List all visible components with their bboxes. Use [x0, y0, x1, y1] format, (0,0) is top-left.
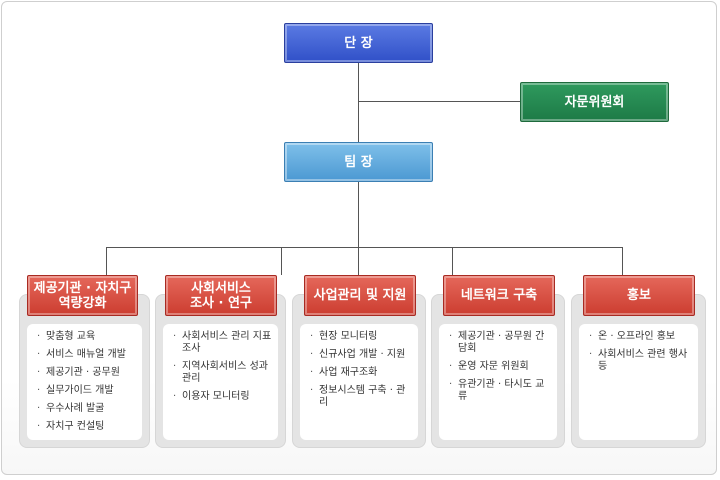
list-item: 유관기관 · 타시도 교류	[449, 379, 551, 403]
department-title-label-3: 사업관리 및 지원	[313, 288, 407, 303]
department-title-label-5: 홍보	[627, 288, 651, 303]
department-title-label-4: 네트워크 구축	[460, 288, 538, 303]
department-title-2: 사회서비스 조사 · 연구	[165, 275, 277, 316]
list-item: 사회서비스 관리 지표 조사	[173, 331, 272, 355]
department-title-4: 네트워크 구축	[443, 275, 555, 316]
department-items-4: 제공기관 · 공무원 간담회 운영 자문 위원회 유관기관 · 타시도 교류	[439, 324, 557, 440]
department-panel-2: 사회서비스 관리 지표 조사 지역사회서비스 성과 관리 이용자 모니터링	[155, 294, 286, 448]
head-node: 단 장	[284, 23, 433, 63]
list-item: 이용자 모니터링	[173, 391, 272, 403]
advisory-label: 자문위원회	[564, 94, 625, 110]
department-title-label-2: 사회서비스 조사 · 연구	[190, 280, 252, 311]
connector-drop-1	[106, 247, 107, 275]
list-item: 현장 모니터링	[310, 331, 412, 343]
department-panel-3: 현장 모니터링 신규사업 개발 · 지원 사업 재구조화 정보시스템 구축 · …	[292, 294, 426, 448]
list-item: 운영 자문 위원회	[449, 361, 551, 373]
list-item: 사업 재구조화	[310, 367, 412, 379]
department-title-3: 사업관리 및 지원	[304, 275, 416, 316]
head-label: 단 장	[344, 35, 373, 51]
list-item: 실무가이드 개발	[37, 385, 136, 397]
team-leader-label: 팀 장	[344, 154, 373, 170]
list-item: 온 · 오프라인 홍보	[589, 331, 692, 343]
connector-drop-3	[358, 247, 359, 275]
team-leader-node: 팀 장	[284, 142, 433, 182]
list-item: 정보시스템 구축 · 관리	[310, 385, 412, 409]
connector-drop-4	[452, 247, 453, 275]
department-items-5: 온 · 오프라인 홍보 사회서비스 관련 행사 등	[579, 324, 698, 440]
list-item: 제공기관 · 공무원 간담회	[449, 331, 551, 355]
connector-head-to-team	[358, 63, 359, 143]
connector-drop-5	[622, 247, 623, 275]
advisory-node: 자문위원회	[520, 82, 669, 122]
list-item: 신규사업 개발 · 지원	[310, 349, 412, 361]
list-item: 자치구 컨설팅	[37, 421, 136, 433]
department-title-5: 홍보	[583, 275, 695, 316]
list-item: 맞춤형 교육	[37, 331, 136, 343]
department-items-1: 맞춤형 교육 서비스 매뉴얼 개발 제공기관 · 공무원 실무가이드 개발 우수…	[27, 324, 142, 440]
department-items-3: 현장 모니터링 신규사업 개발 · 지원 사업 재구조화 정보시스템 구축 · …	[300, 324, 418, 440]
department-title-label-1: 제공기관 · 자치구 역량강화	[33, 280, 132, 311]
department-panel-1: 맞춤형 교육 서비스 매뉴얼 개발 제공기관 · 공무원 실무가이드 개발 우수…	[19, 294, 150, 448]
list-item: 지역사회서비스 성과 관리	[173, 361, 272, 385]
list-item: 사회서비스 관련 행사 등	[589, 349, 692, 373]
department-title-1: 제공기관 · 자치구 역량강화	[27, 275, 138, 316]
list-item: 서비스 매뉴얼 개발	[37, 349, 136, 361]
list-item: 제공기관 · 공무원	[37, 367, 136, 379]
connector-team-to-bus	[358, 182, 359, 248]
connector-drop-2	[281, 247, 282, 275]
connector-advisory	[358, 101, 520, 102]
connector-bus	[106, 247, 622, 248]
list-item: 우수사례 발굴	[37, 403, 136, 415]
department-items-2: 사회서비스 관리 지표 조사 지역사회서비스 성과 관리 이용자 모니터링	[163, 324, 278, 440]
department-panel-4: 제공기관 · 공무원 간담회 운영 자문 위원회 유관기관 · 타시도 교류	[431, 294, 565, 448]
department-panel-5: 온 · 오프라인 홍보 사회서비스 관련 행사 등	[571, 294, 706, 448]
